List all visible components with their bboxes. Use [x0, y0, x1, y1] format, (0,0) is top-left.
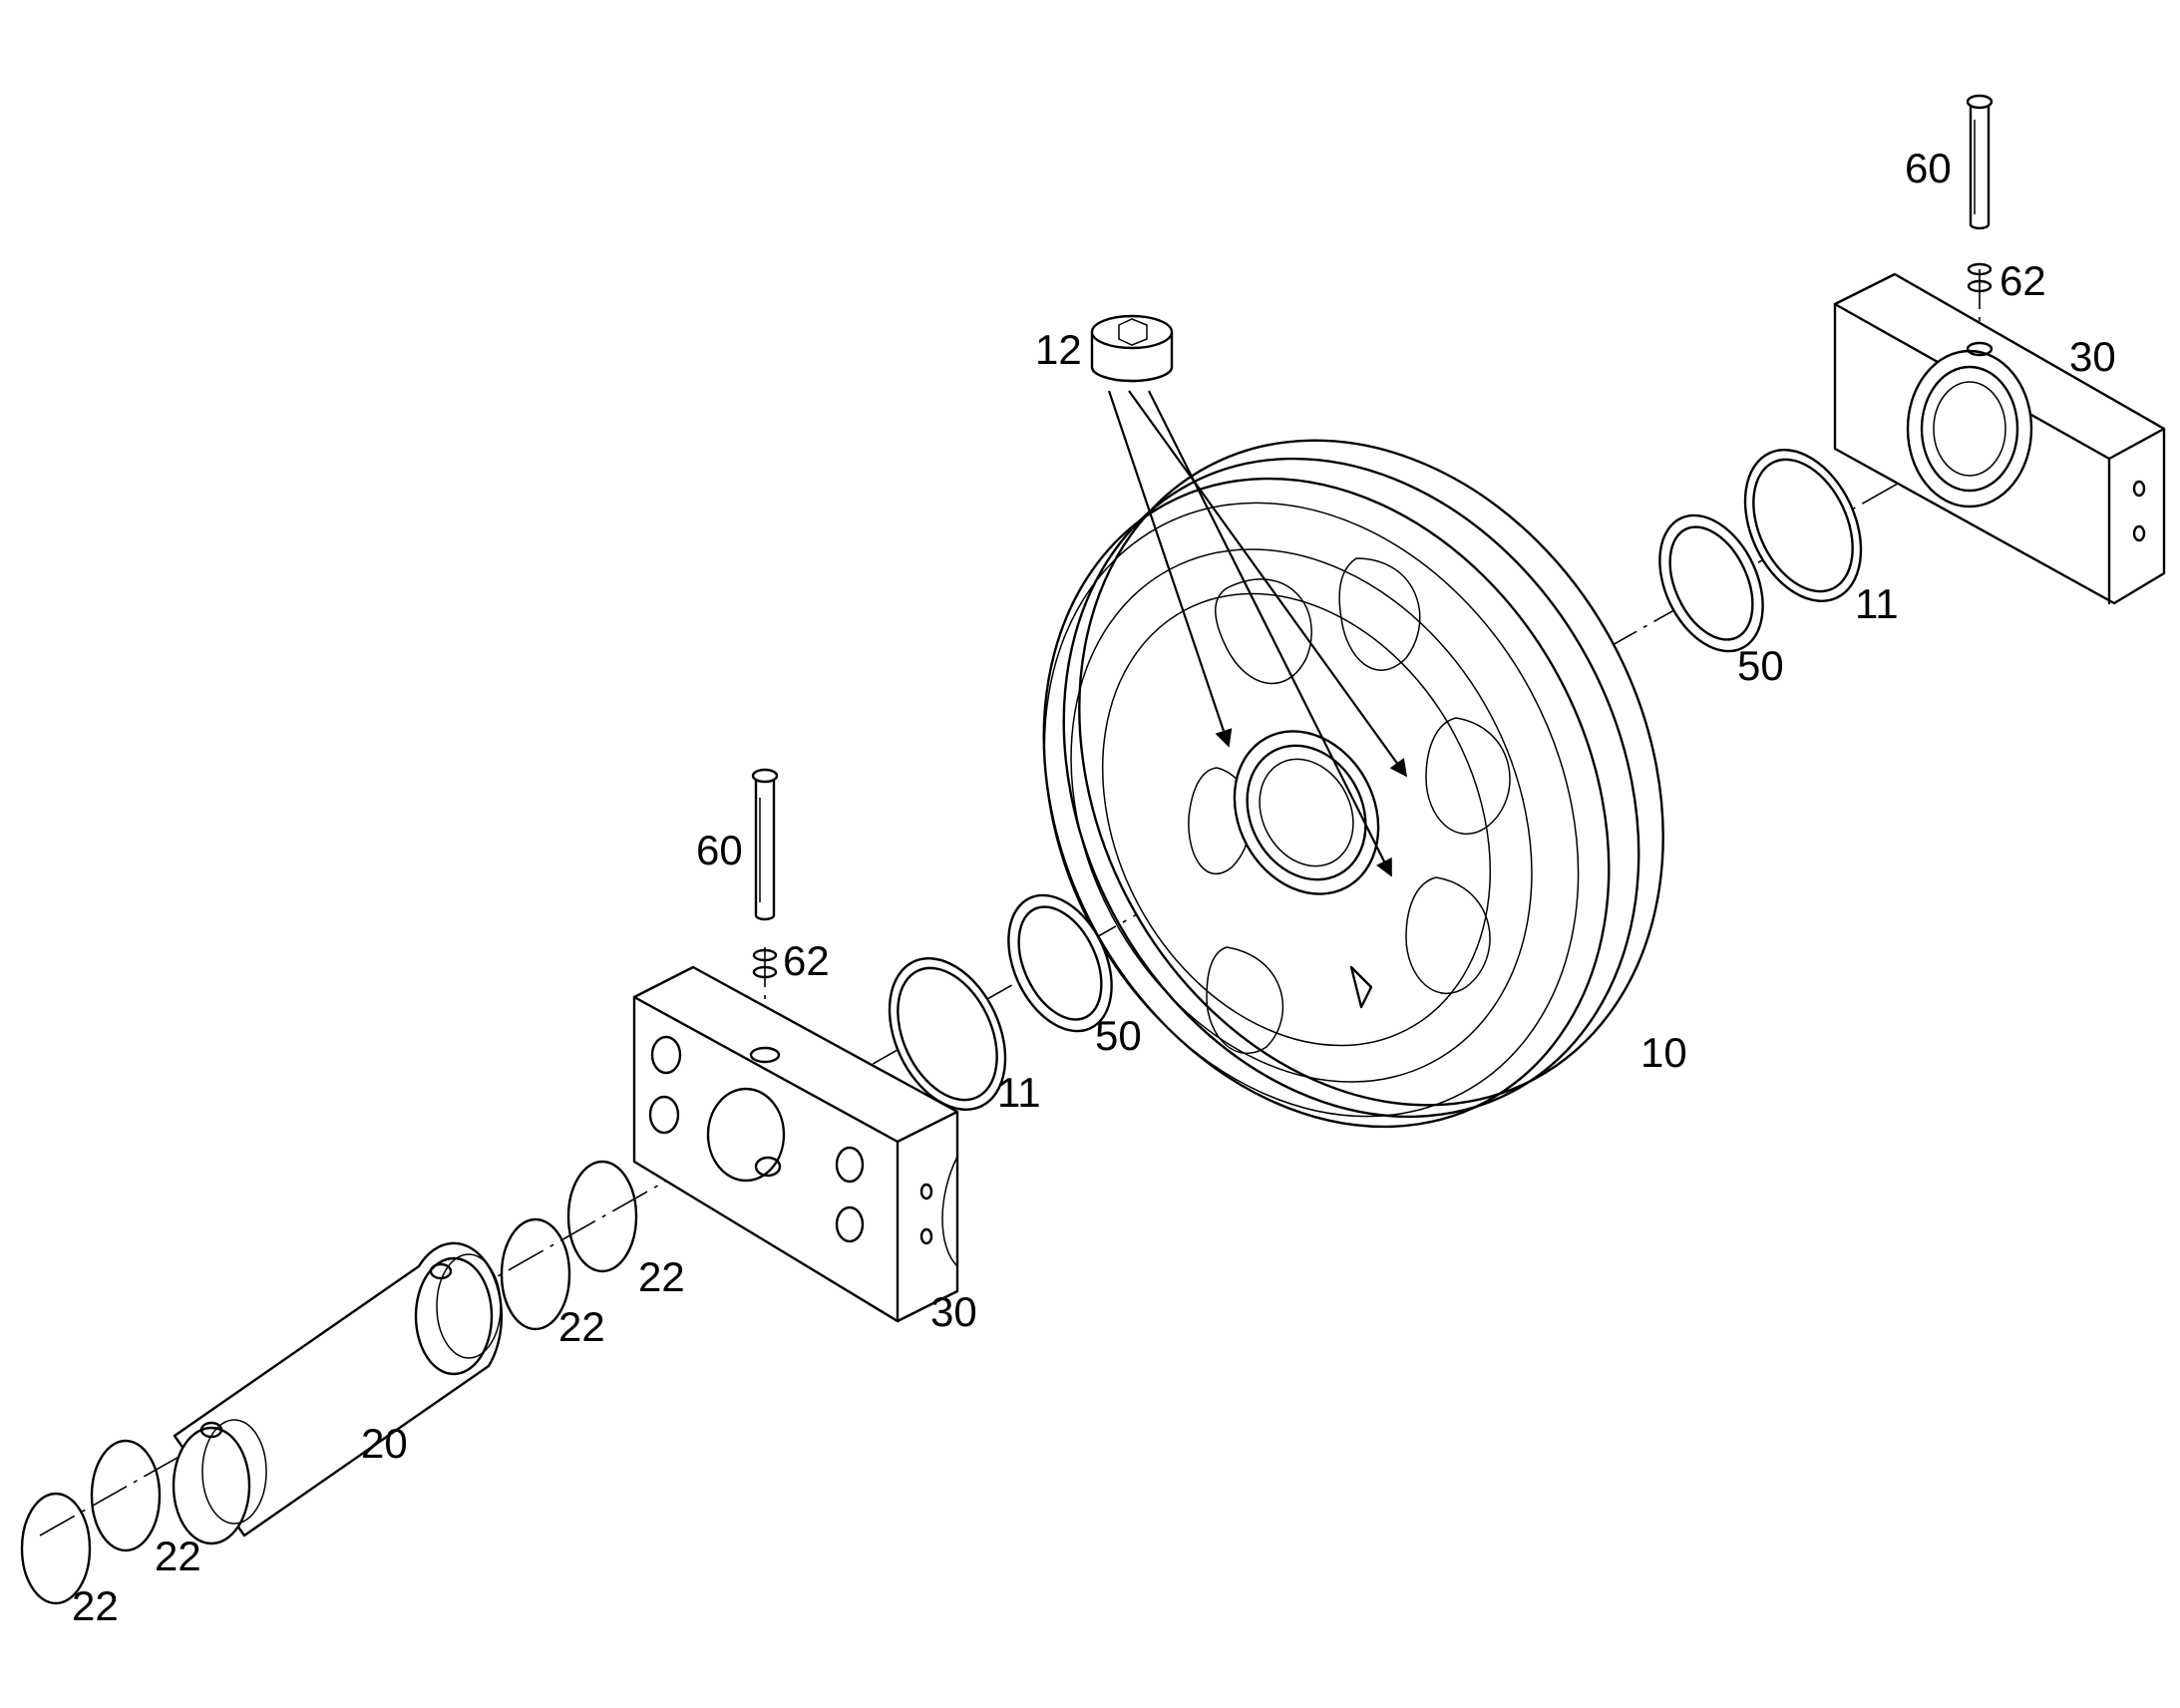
callout-12: 12: [1035, 326, 1082, 373]
right-bearing-housing: [1833, 272, 2166, 605]
callout-22-b: 22: [558, 1303, 605, 1350]
callout-62-left: 62: [783, 937, 830, 984]
right-pin: [1966, 94, 1994, 293]
callout-50-left: 50: [1095, 1012, 1142, 1059]
left-bearing-housing: [632, 965, 959, 1323]
callout-22-d: 22: [72, 1582, 119, 1629]
callout-30-right: 30: [2069, 333, 2116, 380]
callout-60-right: 60: [1905, 145, 1952, 191]
callout-50-right: 50: [1737, 642, 1784, 689]
callout-20: 20: [361, 1420, 408, 1467]
seals-and-rings: [888, 449, 1863, 1111]
callout-22-c: 22: [155, 1533, 201, 1579]
callout-62-right: 62: [1999, 257, 2046, 304]
idler-wheel: [1042, 439, 1664, 1129]
callout-22-a: 22: [638, 1253, 685, 1300]
callout-60-left: 60: [696, 827, 743, 873]
o-rings: [20, 1160, 638, 1605]
left-pin: [751, 768, 779, 979]
callout-30-left: 30: [930, 1288, 977, 1335]
shaft: [172, 1241, 504, 1545]
plug-screw: [1090, 314, 1408, 877]
callout-11-right: 11: [1855, 580, 1899, 627]
callout-11-left: 11: [997, 1069, 1041, 1116]
callout-10: 10: [1640, 1029, 1687, 1076]
callout-labels: 10 11 11 12 20 22 22 22 22 30 30 50 50 6…: [72, 145, 2116, 1629]
